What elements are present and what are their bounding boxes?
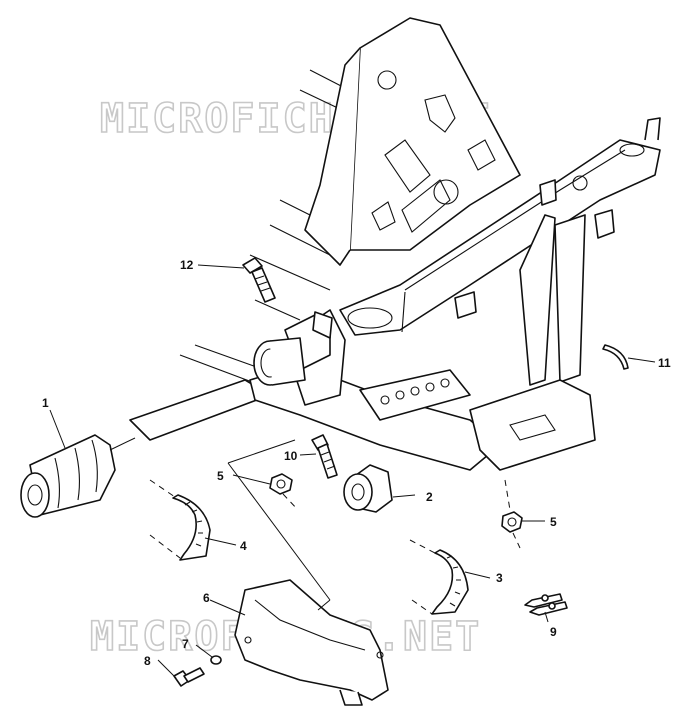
- slide-rail: [129, 309, 596, 471]
- callout-12: 12: [180, 258, 194, 272]
- callout-2: 2: [426, 490, 433, 504]
- callout-6: 6: [203, 591, 210, 605]
- callout-10: 10: [284, 449, 298, 463]
- callout-7: 7: [182, 637, 189, 651]
- bracket-tube: [253, 311, 333, 386]
- leader-lines: [49, 264, 656, 679]
- callout-4: 4: [240, 539, 247, 553]
- clip-11: [602, 344, 629, 370]
- nut-5-right: [501, 479, 523, 549]
- callout-9: 9: [550, 625, 557, 639]
- cross-beam: [339, 117, 661, 336]
- callout-3: 3: [496, 571, 503, 585]
- washer-7: [210, 655, 222, 665]
- bolt-12: [242, 257, 276, 303]
- nut-5-left: [269, 473, 299, 511]
- guard-6: [234, 579, 389, 706]
- struts: [519, 214, 586, 386]
- callout-8: 8: [144, 654, 151, 668]
- frame-tower: [304, 17, 521, 266]
- callout-11: 11: [658, 356, 671, 370]
- bolt-10: [311, 434, 338, 479]
- tunnel-rails: [179, 69, 346, 386]
- callout-1: 1: [42, 396, 49, 410]
- roller-assembly-1: [20, 434, 136, 518]
- wheel-2: [343, 464, 393, 513]
- callout-5-left: 5: [217, 469, 224, 483]
- track-4: [149, 479, 211, 561]
- bolts-9: [524, 593, 568, 616]
- callout-5-right: 5: [550, 515, 557, 529]
- track-3: [409, 539, 469, 615]
- screw-8: [173, 667, 205, 687]
